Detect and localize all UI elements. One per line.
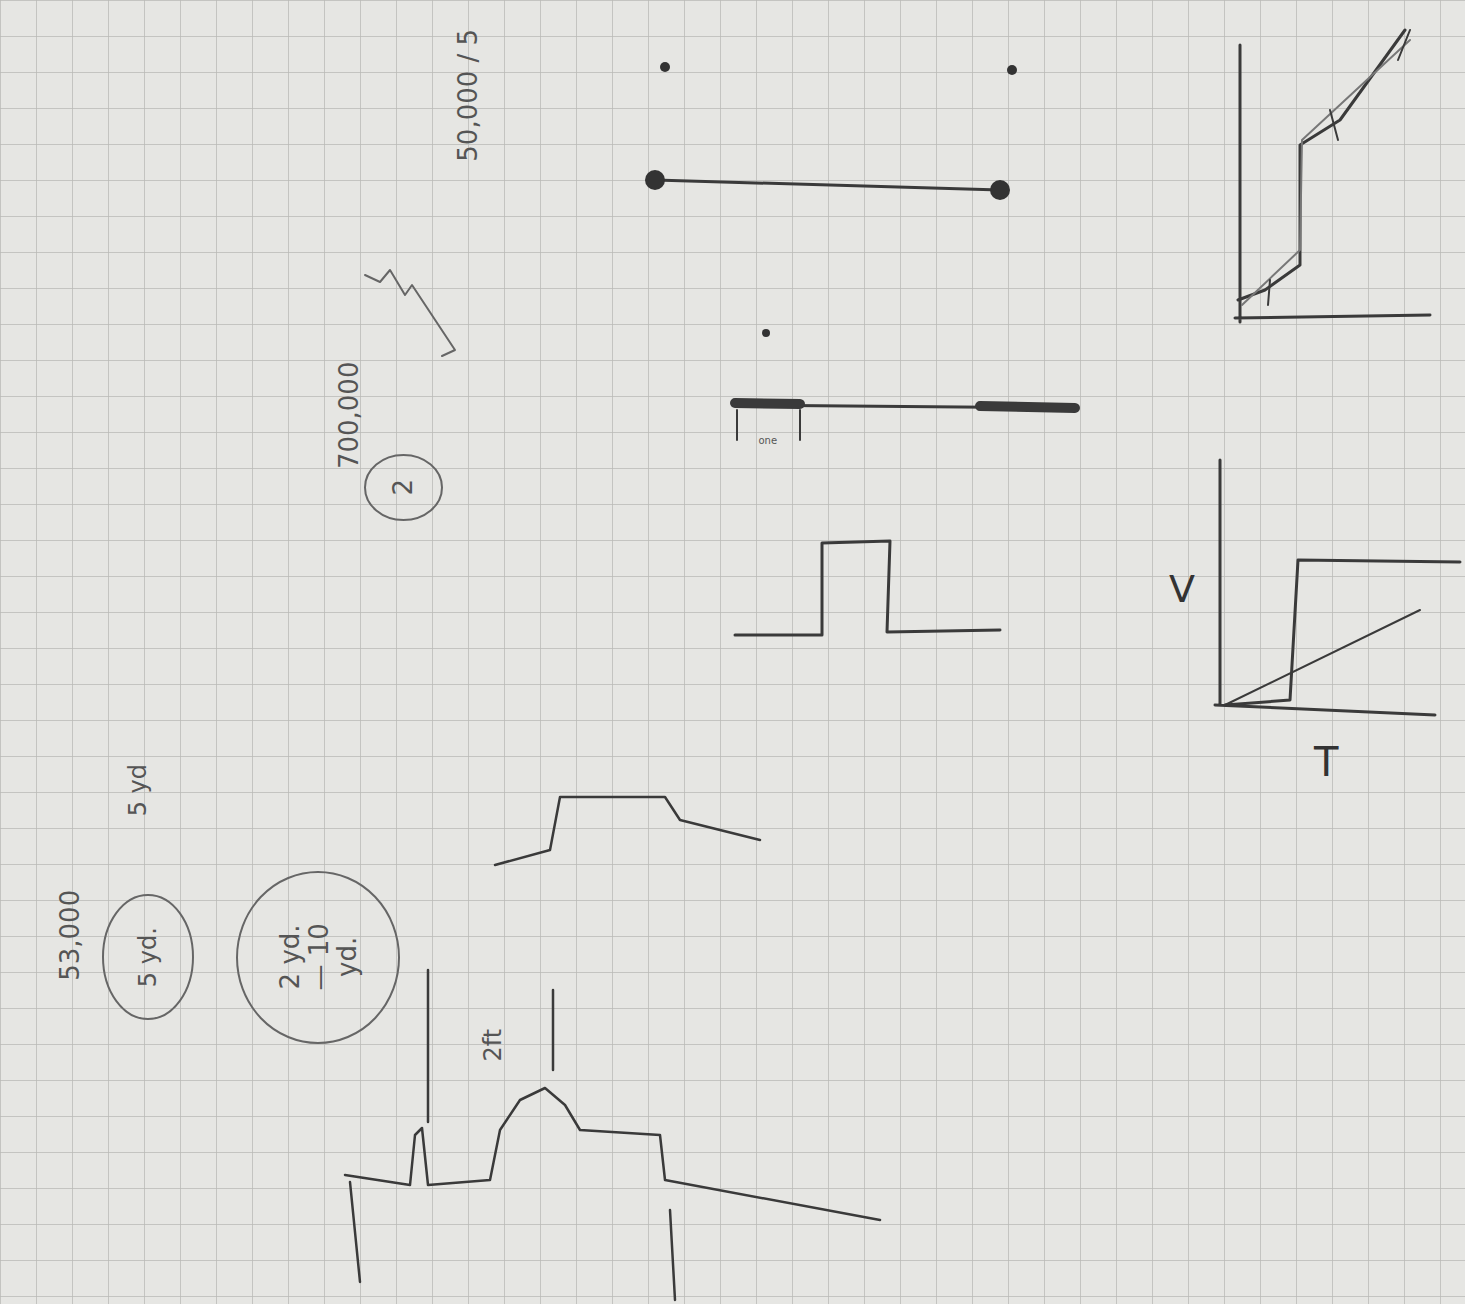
- chart-curve: [1242, 40, 1410, 305]
- zigzag-arrow: [365, 270, 455, 356]
- handwritten-label: 2ft: [480, 1029, 506, 1062]
- pulse-wave: [735, 541, 1000, 635]
- handwritten-label: T: [1314, 740, 1338, 784]
- handwritten-label: 50,000 / 5: [454, 28, 483, 161]
- handwritten-label: 53,000: [56, 889, 85, 980]
- handwritten-text: 2: [388, 479, 417, 496]
- dot: [1007, 65, 1017, 75]
- circled-note: 2: [363, 453, 444, 522]
- step-curve: [1225, 560, 1460, 705]
- handwritten-text: 5 yd.: [135, 927, 161, 987]
- marker-line: [350, 970, 675, 1300]
- handwritten-label: V: [1169, 569, 1195, 611]
- circled-note: 5 yd.: [101, 893, 195, 1021]
- chart-axes: [1235, 45, 1430, 322]
- linear-curve: [1225, 610, 1420, 705]
- bar-end: [735, 403, 1075, 408]
- dot: [660, 62, 670, 72]
- rod-end: [990, 180, 1010, 200]
- rod-end: [645, 170, 665, 190]
- rod-line: [655, 180, 1000, 190]
- circled-note: 2 yd. — 10 yd.: [235, 870, 401, 1045]
- trace-curve: [345, 1088, 880, 1220]
- chart-curve: [1238, 30, 1405, 300]
- dot: [762, 329, 770, 337]
- tick-mark: [1268, 30, 1410, 305]
- handwritten-label: 700,000: [335, 361, 364, 469]
- trace-curve: [495, 797, 760, 865]
- handwritten-text: 2 yd. — 10 yd.: [275, 909, 361, 1004]
- handwritten-label: 5 yd: [125, 764, 151, 816]
- chart-axes: [1215, 460, 1435, 715]
- handwritten-label: one: [759, 435, 778, 446]
